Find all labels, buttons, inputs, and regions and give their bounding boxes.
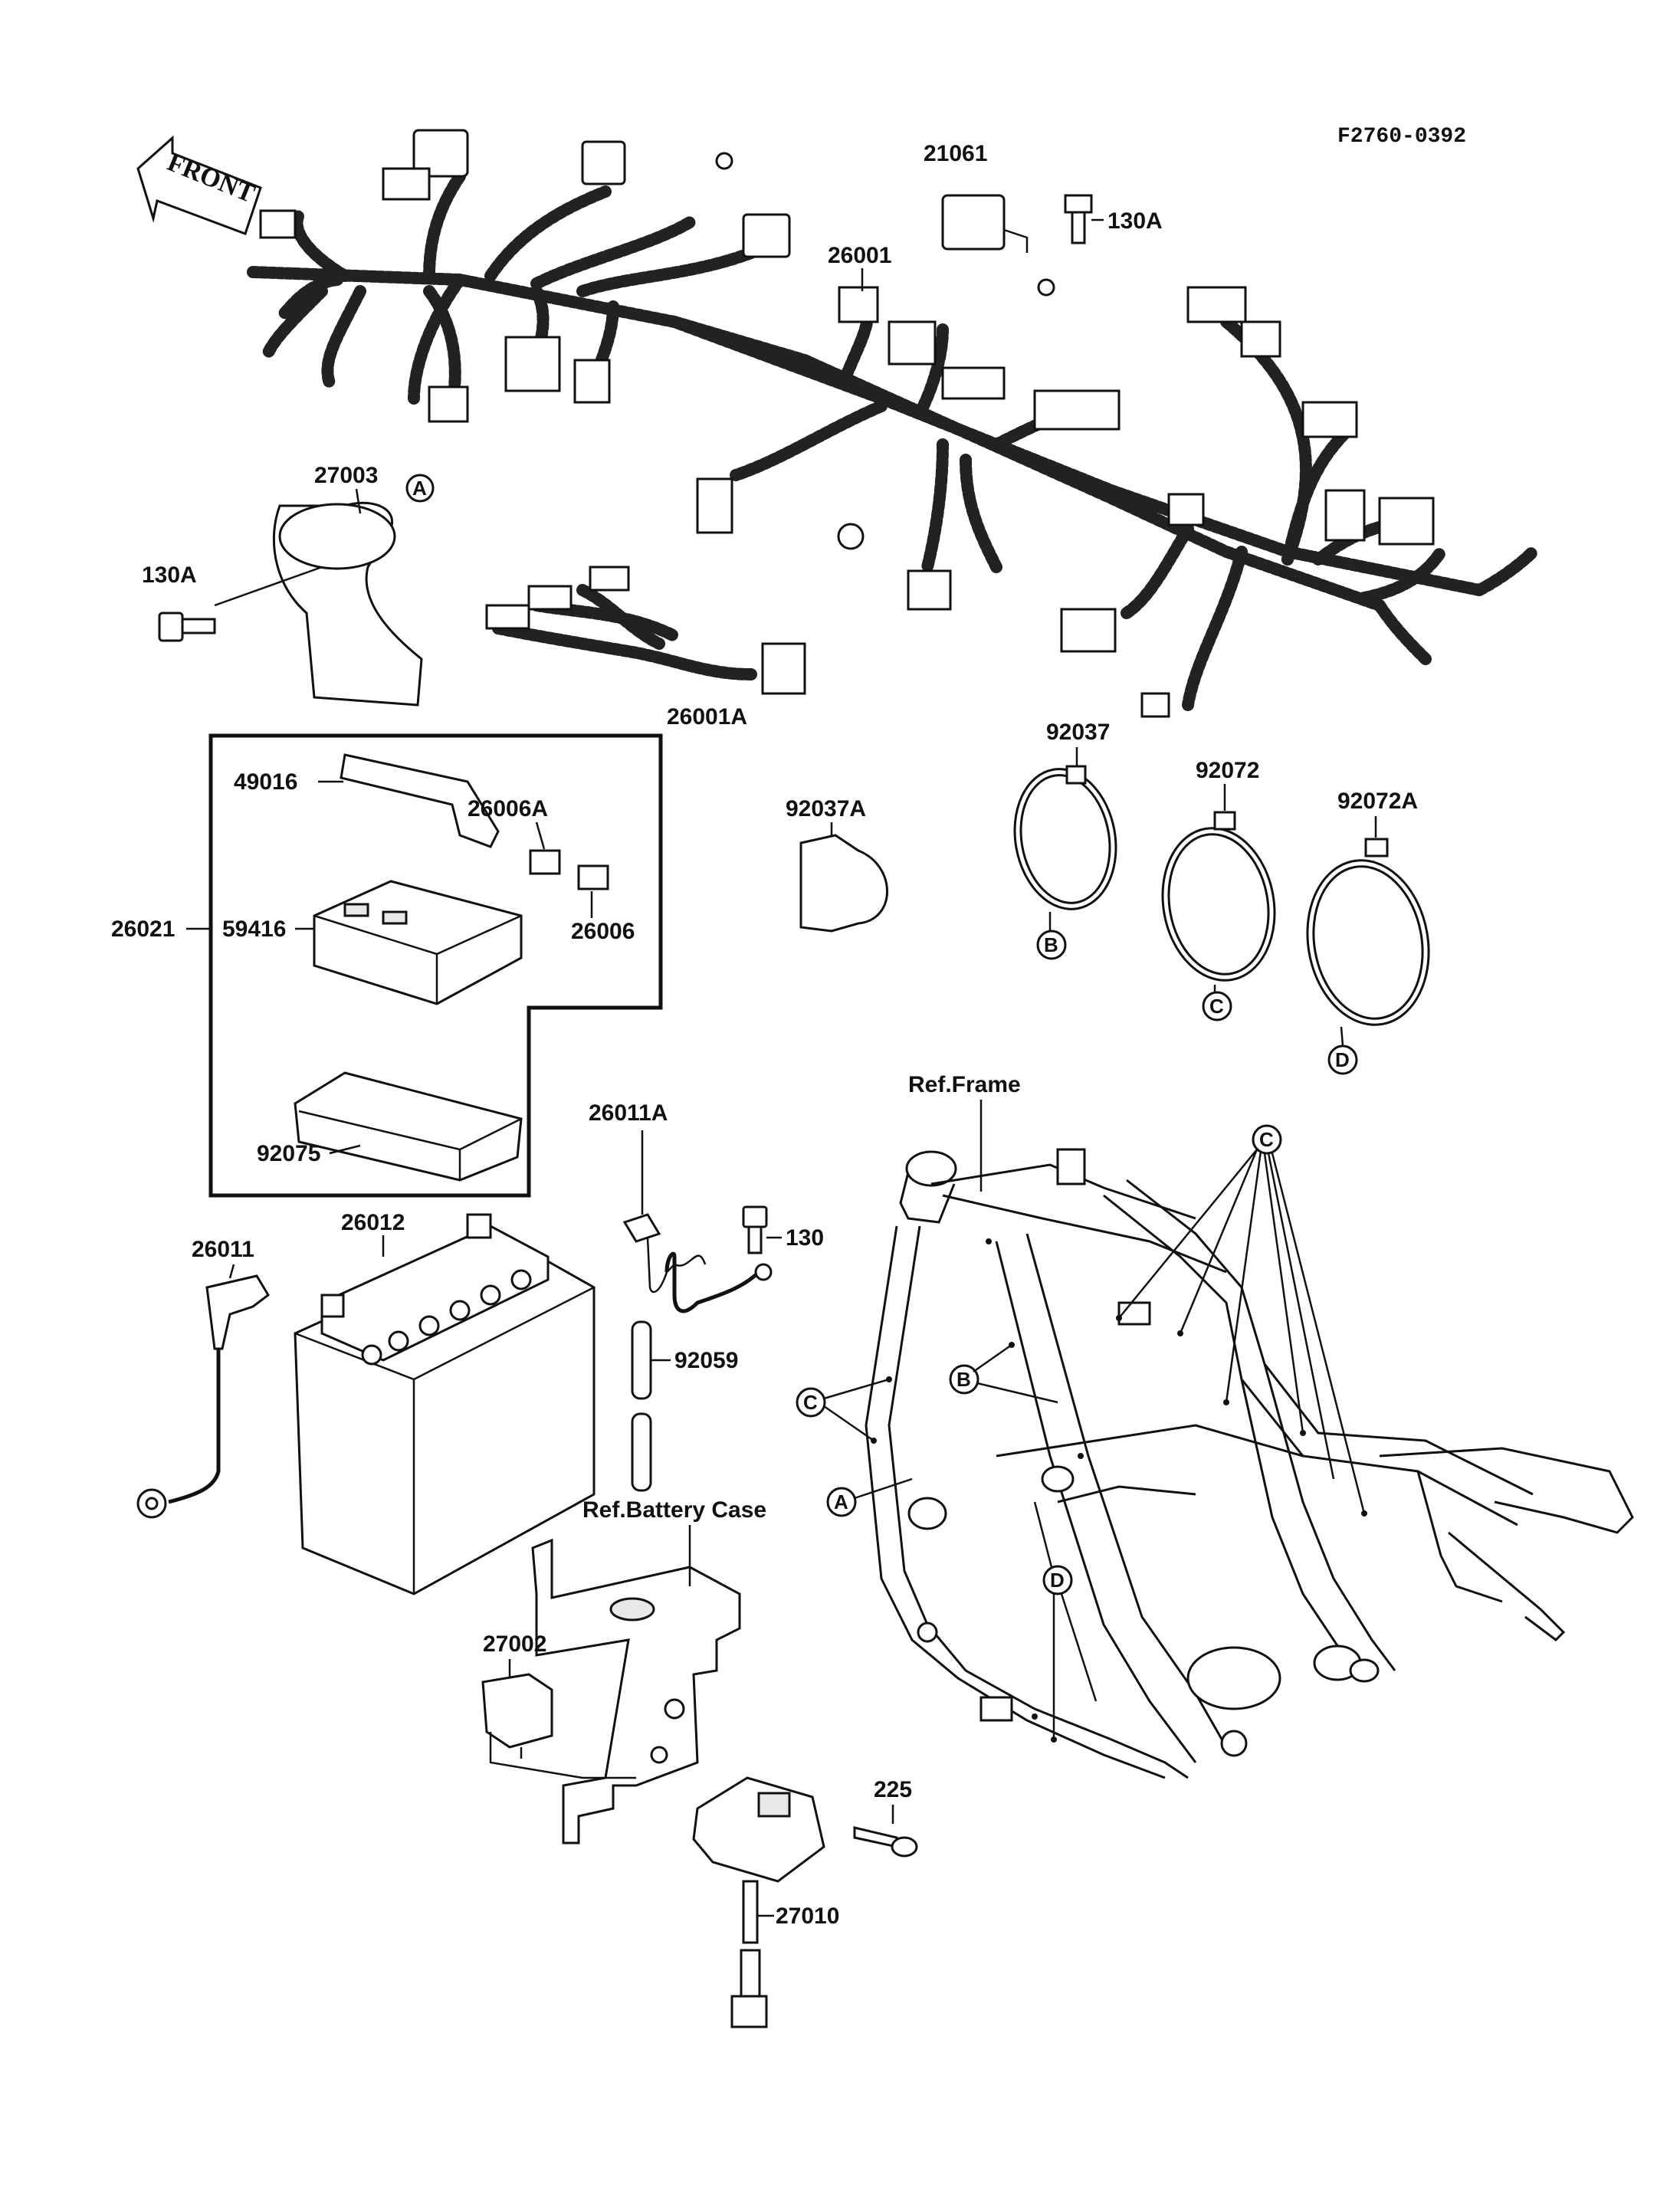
- band-92037: 92037 B: [1013, 720, 1117, 960]
- label-26021: 26021: [111, 917, 175, 942]
- label-130: 130: [786, 1225, 824, 1251]
- callout-b-frame: B: [956, 1368, 971, 1391]
- label-49016: 49016: [234, 769, 297, 795]
- label-26001: 26001: [828, 243, 891, 268]
- label-27002: 27002: [483, 1631, 546, 1657]
- label-26012: 26012: [341, 1210, 405, 1235]
- label-26006: 26006: [571, 919, 635, 944]
- bolt-225: 225: [853, 1777, 918, 1858]
- bolt-130A-left: 130A: [142, 562, 216, 642]
- frame-callouts: C B C A D: [796, 1124, 1366, 1740]
- bolt-130A-top: 130A: [1064, 194, 1163, 244]
- battery-cable-26011A: 26011A: [589, 1100, 773, 1313]
- label-26006A: 26006A: [468, 796, 548, 821]
- callout-c-band: C: [1209, 995, 1224, 1018]
- horn-27003: 27003 A: [214, 463, 435, 707]
- label-92037: 92037: [1046, 720, 1110, 745]
- label-225: 225: [874, 1777, 912, 1802]
- motorcycle-frame: Ref.Frame: [865, 1072, 1634, 1779]
- battery-case-bracket: Ref.Battery Case: [531, 1497, 766, 1844]
- starter-relay-27010: 27010: [692, 1776, 839, 2028]
- fuse-box-kit-26021: 26021 49016 26006A 26006 59416 92075: [111, 733, 663, 1198]
- label-27003: 27003: [314, 463, 378, 488]
- callout-d-frame: D: [1050, 1569, 1065, 1592]
- breather-tube-92059: 92059: [631, 1320, 738, 1492]
- bolt-130: 130: [742, 1205, 824, 1254]
- label-21061: 21061: [924, 141, 987, 166]
- label-59416: 59416: [222, 917, 286, 942]
- battery-cable-26011: 26011: [136, 1237, 270, 1519]
- label-92072A: 92072A: [1337, 789, 1418, 814]
- clamp-92037A: 92037A: [786, 796, 888, 933]
- label-130A-left: 130A: [142, 562, 197, 588]
- label-26011: 26011: [192, 1237, 254, 1262]
- label-27010: 27010: [776, 1904, 839, 1929]
- callout-a-top: A: [412, 477, 427, 500]
- band-92072: 92072 C: [1161, 758, 1276, 1021]
- band-92072A: 92072A D: [1306, 789, 1430, 1075]
- relay-27002: 27002: [481, 1631, 636, 1779]
- front-direction-arrow: FRONT: [136, 135, 262, 235]
- label-92075: 92075: [257, 1141, 320, 1166]
- harness-connectors: [259, 129, 1435, 718]
- callout-a-frame: A: [834, 1490, 848, 1513]
- callout-c-frame-right: C: [1259, 1128, 1274, 1151]
- label-92037A: 92037A: [786, 796, 866, 821]
- relay-21061: 21061: [924, 141, 1029, 253]
- label-92059: 92059: [674, 1348, 738, 1373]
- callout-d-band: D: [1335, 1048, 1350, 1071]
- callout-b-band: B: [1044, 933, 1058, 956]
- label-ref-battery-case: Ref.Battery Case: [582, 1497, 766, 1523]
- label-92072: 92072: [1196, 758, 1259, 783]
- battery-26012: 26012: [294, 1210, 596, 1595]
- label-130A-top: 130A: [1107, 208, 1163, 234]
- callout-c-frame-left: C: [803, 1391, 818, 1414]
- label-26011A: 26011A: [589, 1100, 668, 1126]
- main-wiring-harness: [247, 170, 1539, 711]
- document-code: F2760-0392: [1337, 125, 1466, 149]
- label-ref-frame: Ref.Frame: [908, 1072, 1021, 1097]
- label-26001A: 26001A: [667, 704, 747, 730]
